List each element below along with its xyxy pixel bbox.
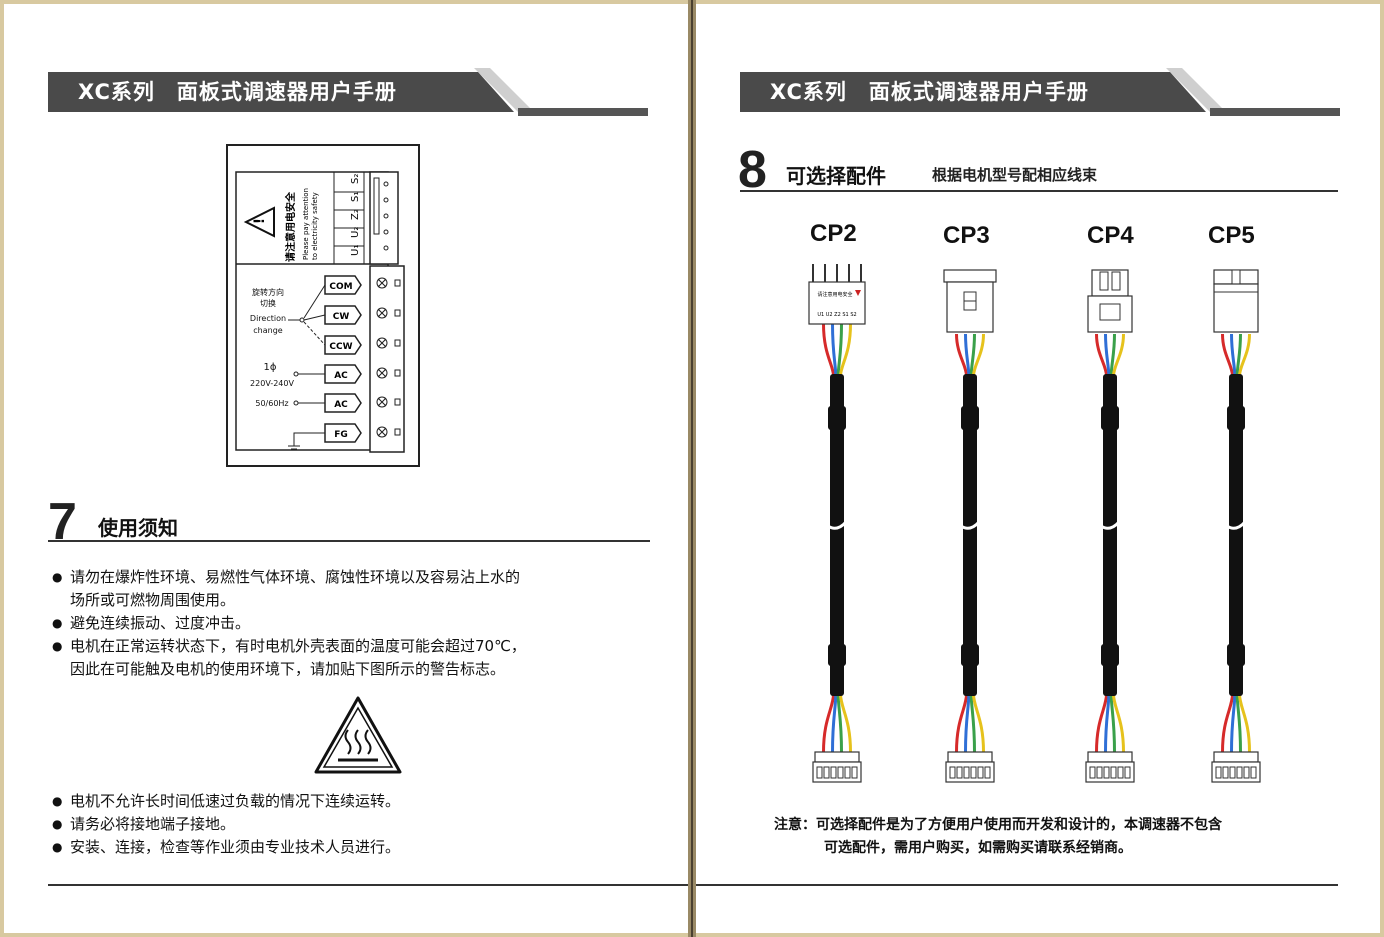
header-banner: XC系列 面板式调速器用户手册 xyxy=(48,68,648,116)
terminal-fg: FG xyxy=(324,423,362,443)
section-8-title: 可选择配件 xyxy=(786,164,886,188)
banner-underline xyxy=(518,108,648,116)
cp2-harness: 请注意用电安全 U1 U2 Z2 S1 S2 xyxy=(808,264,866,783)
note-lead: 注意： xyxy=(774,817,816,833)
usage-notes-2: 电机不允许长时间低速过负载的情况下连续运转。 请务必将接地端子接地。 安装、连接… xyxy=(52,790,400,859)
section-8-number: 8 xyxy=(738,141,767,199)
note-line: 电机在正常运转状态下，有时电机外壳表面的温度可能会超过70℃， xyxy=(70,637,526,655)
signal-s1: S₁ xyxy=(350,192,361,202)
terminal-ccw: CCW xyxy=(324,335,362,355)
section-8-rule xyxy=(740,190,1338,192)
footer-rule xyxy=(48,884,688,886)
cp3-harness xyxy=(943,269,997,783)
cp2-label: CP2 xyxy=(810,220,857,247)
terminal-com: COM xyxy=(324,275,362,295)
note-line: 安装、连接，检查等作业须由专业技术人员进行。 xyxy=(70,838,401,856)
wiring-diagram: ! 请注意用电安全 Please pay attention to electr… xyxy=(226,144,420,467)
svg-text:FG: FG xyxy=(334,430,348,440)
svg-text:CW: CW xyxy=(333,312,350,322)
signal-labels: U₁ U₂ Z₂ S₁ S₂ xyxy=(334,172,365,264)
header-banner: XC系列 面板式调速器用户手册 xyxy=(740,68,1340,116)
note-line: 因此在可能触及电机的使用环境下，请加贴下图所示的警告标志。 xyxy=(70,660,506,678)
note-item: 电机不允许长时间低速过负载的情况下连续运转。 xyxy=(52,790,400,813)
section-7-title: 使用须知 xyxy=(98,516,178,540)
signal-u1: U₁ xyxy=(350,245,361,256)
banner-bar xyxy=(740,72,1206,112)
phase-label: 1ϕ xyxy=(264,362,277,373)
signal-u2: U₂ xyxy=(350,227,361,238)
banner-underline xyxy=(1210,108,1340,116)
svg-text:CCW: CCW xyxy=(329,342,352,352)
cp5-harness xyxy=(1211,269,1261,783)
note-line: 请勿在爆炸性环境、易燃性气体环境、腐蚀性环境以及容易沾上水的 xyxy=(70,568,521,586)
note-line: 请务必将接地端子接地。 xyxy=(70,815,236,833)
svg-text:!: ! xyxy=(252,218,268,224)
note-line-2: 可选配件，需用户购买，如需购买请联系经销商。 xyxy=(824,840,1132,856)
section-7-number: 7 xyxy=(48,493,77,551)
footer-rule xyxy=(696,884,1338,886)
warning-icon: ! xyxy=(243,206,275,238)
note-line: 电机不允许长时间低速过负载的情况下连续运转。 xyxy=(70,792,401,810)
note-item: 避免连续振动、过度冲击。 xyxy=(52,612,526,635)
accessory-note: 注意：可选择配件是为了方便用户使用而开发和设计的，本调速器不包含 可选配件，需用… xyxy=(774,814,1222,860)
section-8-subtitle: 根据电机型号配相应线束 xyxy=(932,166,1098,184)
note-line-1: 可选择配件是为了方便用户使用而开发和设计的，本调速器不包含 xyxy=(816,817,1222,833)
hot-surface-warning-icon xyxy=(314,696,402,774)
note-item: 电机在正常运转状态下，有时电机外壳表面的温度可能会超过70℃， 因此在可能触及电… xyxy=(52,635,526,681)
svg-text:AC: AC xyxy=(334,371,348,381)
signal-z2: Z₂ xyxy=(350,209,361,220)
note-line: 避免连续振动、过度冲击。 xyxy=(70,614,251,632)
manual-title: XC系列 面板式调速器用户手册 xyxy=(78,80,397,104)
safety-zh: 请注意用电安全 xyxy=(284,191,297,262)
manual-title: XC系列 面板式调速器用户手册 xyxy=(770,80,1089,104)
terminal-cw: CW xyxy=(324,305,362,325)
usage-notes-1: 请勿在爆炸性环境、易燃性气体环境、腐蚀性环境以及容易沾上水的 场所或可燃物周围使… xyxy=(52,566,526,681)
cp5-label: CP5 xyxy=(1208,222,1255,249)
signal-s2: S₂ xyxy=(350,174,361,184)
terminal-ac-2: AC xyxy=(324,393,362,413)
safety-en-2: to electricity safety xyxy=(311,192,319,260)
terminal-ac-1: AC xyxy=(324,364,362,384)
wire-harness-illustration: 请注意用电安全 U1 U2 Z2 S1 S2 xyxy=(808,264,1261,783)
svg-text:AC: AC xyxy=(334,400,348,410)
book-spine xyxy=(688,0,696,937)
note-line: 场所或可燃物周围使用。 xyxy=(70,591,236,609)
svg-text:请注意用电安全: 请注意用电安全 xyxy=(817,291,852,298)
note-item: 安装、连接，检查等作业须由专业技术人员进行。 xyxy=(52,836,400,859)
banner-bar xyxy=(48,72,514,112)
cp3-label: CP3 xyxy=(943,222,990,249)
svg-text:COM: COM xyxy=(329,282,352,292)
left-page: XC系列 面板式调速器用户手册 ! 请注意用电安全 Please pay att… xyxy=(4,4,688,933)
voltage-label: 220V-240V xyxy=(250,379,294,388)
note-item: 请勿在爆炸性环境、易燃性气体环境、腐蚀性环境以及容易沾上水的 场所或可燃物周围使… xyxy=(52,566,526,612)
section-7-rule xyxy=(48,540,650,542)
right-page: XC系列 面板式调速器用户手册 8 可选择配件 根据电机型号配相应线束 CP2 … xyxy=(696,4,1380,933)
note-item: 请务必将接地端子接地。 xyxy=(52,813,400,836)
direction-en-1: Direction xyxy=(250,314,286,323)
freq-label: 50/60Hz xyxy=(255,399,288,408)
direction-zh-1: 旋转方向 xyxy=(252,287,284,297)
safety-en-1: Please pay attention xyxy=(302,188,310,260)
direction-en-2: change xyxy=(253,326,283,335)
cp4-harness xyxy=(1085,269,1135,783)
direction-zh-2: 切换 xyxy=(260,298,276,308)
cp4-label: CP4 xyxy=(1087,222,1134,249)
svg-text:U1 U2 Z2 S1 S2: U1 U2 Z2 S1 S2 xyxy=(817,312,856,318)
